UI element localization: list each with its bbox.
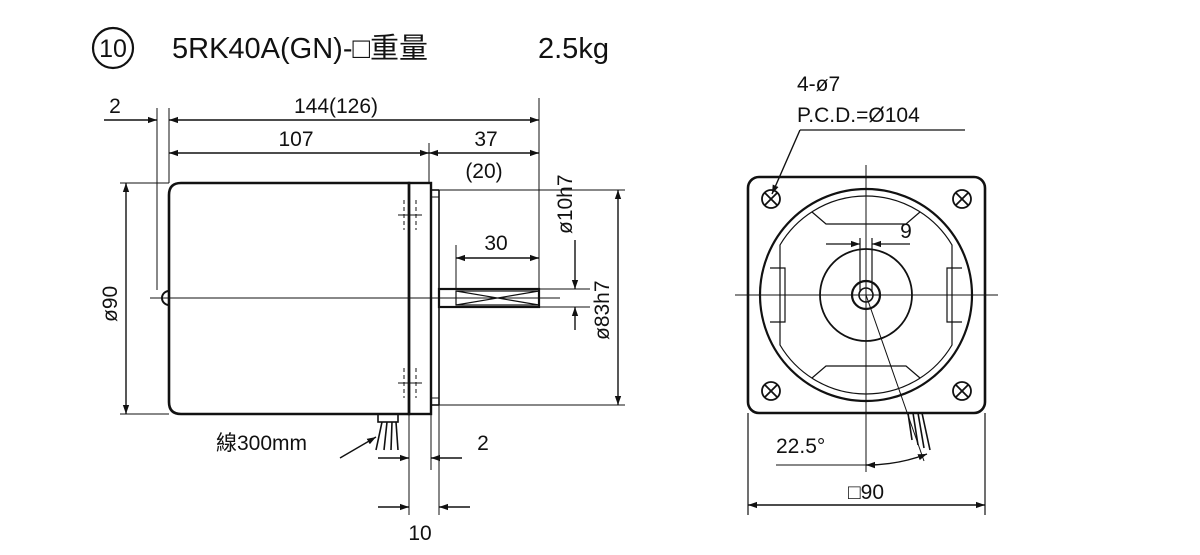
front-view	[735, 129, 998, 515]
dim-body-length: 107	[278, 128, 313, 151]
dim-shaft-length: 37	[474, 128, 497, 151]
pilot-rim	[779, 195, 953, 395]
dim-body-diameter: ø90	[99, 286, 122, 322]
title-number: 10	[99, 35, 127, 63]
dim-square: □90	[848, 481, 884, 504]
motor-body	[167, 181, 411, 416]
dim-flange-gap: 2	[109, 95, 121, 118]
dim-pilot-height: 2	[477, 432, 489, 455]
dim-flange-thickness: 10	[408, 522, 431, 545]
side-view-labels: 2 144(126) 107 37 (20) 30 ø10h7 ø83h7 ø9…	[99, 95, 614, 545]
pcd-label: P.C.D.=Ø104	[797, 104, 920, 127]
lead-wires	[375, 413, 399, 451]
dim-key-width: 9	[900, 220, 912, 243]
dim-pilot-diameter: ø83h7	[591, 280, 614, 340]
title-block: 10 5RK40A(GN)-□重量 2.5kg	[91, 26, 609, 70]
front-lead-wires	[907, 412, 931, 451]
dim-total-length: 144(126)	[294, 95, 378, 118]
dim-shaft-length-alt: (20)	[465, 160, 502, 183]
title-weight: 2.5kg	[538, 33, 609, 65]
dim-shaft-diameter: ø10h7	[554, 174, 577, 234]
lead-wire-label: 線300mm	[216, 432, 307, 455]
holes-label: 4-ø7	[797, 73, 840, 96]
number-circle-icon	[91, 26, 135, 70]
front-view-labels: 4-ø7 P.C.D.=Ø104 9 22.5° □90	[776, 73, 920, 504]
dim-key-length: 30	[484, 232, 507, 255]
side-view	[104, 98, 625, 515]
mounting-hole-icon	[761, 189, 972, 401]
title-model: 5RK40A(GN)-□重量	[172, 32, 428, 65]
dim-lead-angle: 22.5°	[776, 435, 825, 458]
